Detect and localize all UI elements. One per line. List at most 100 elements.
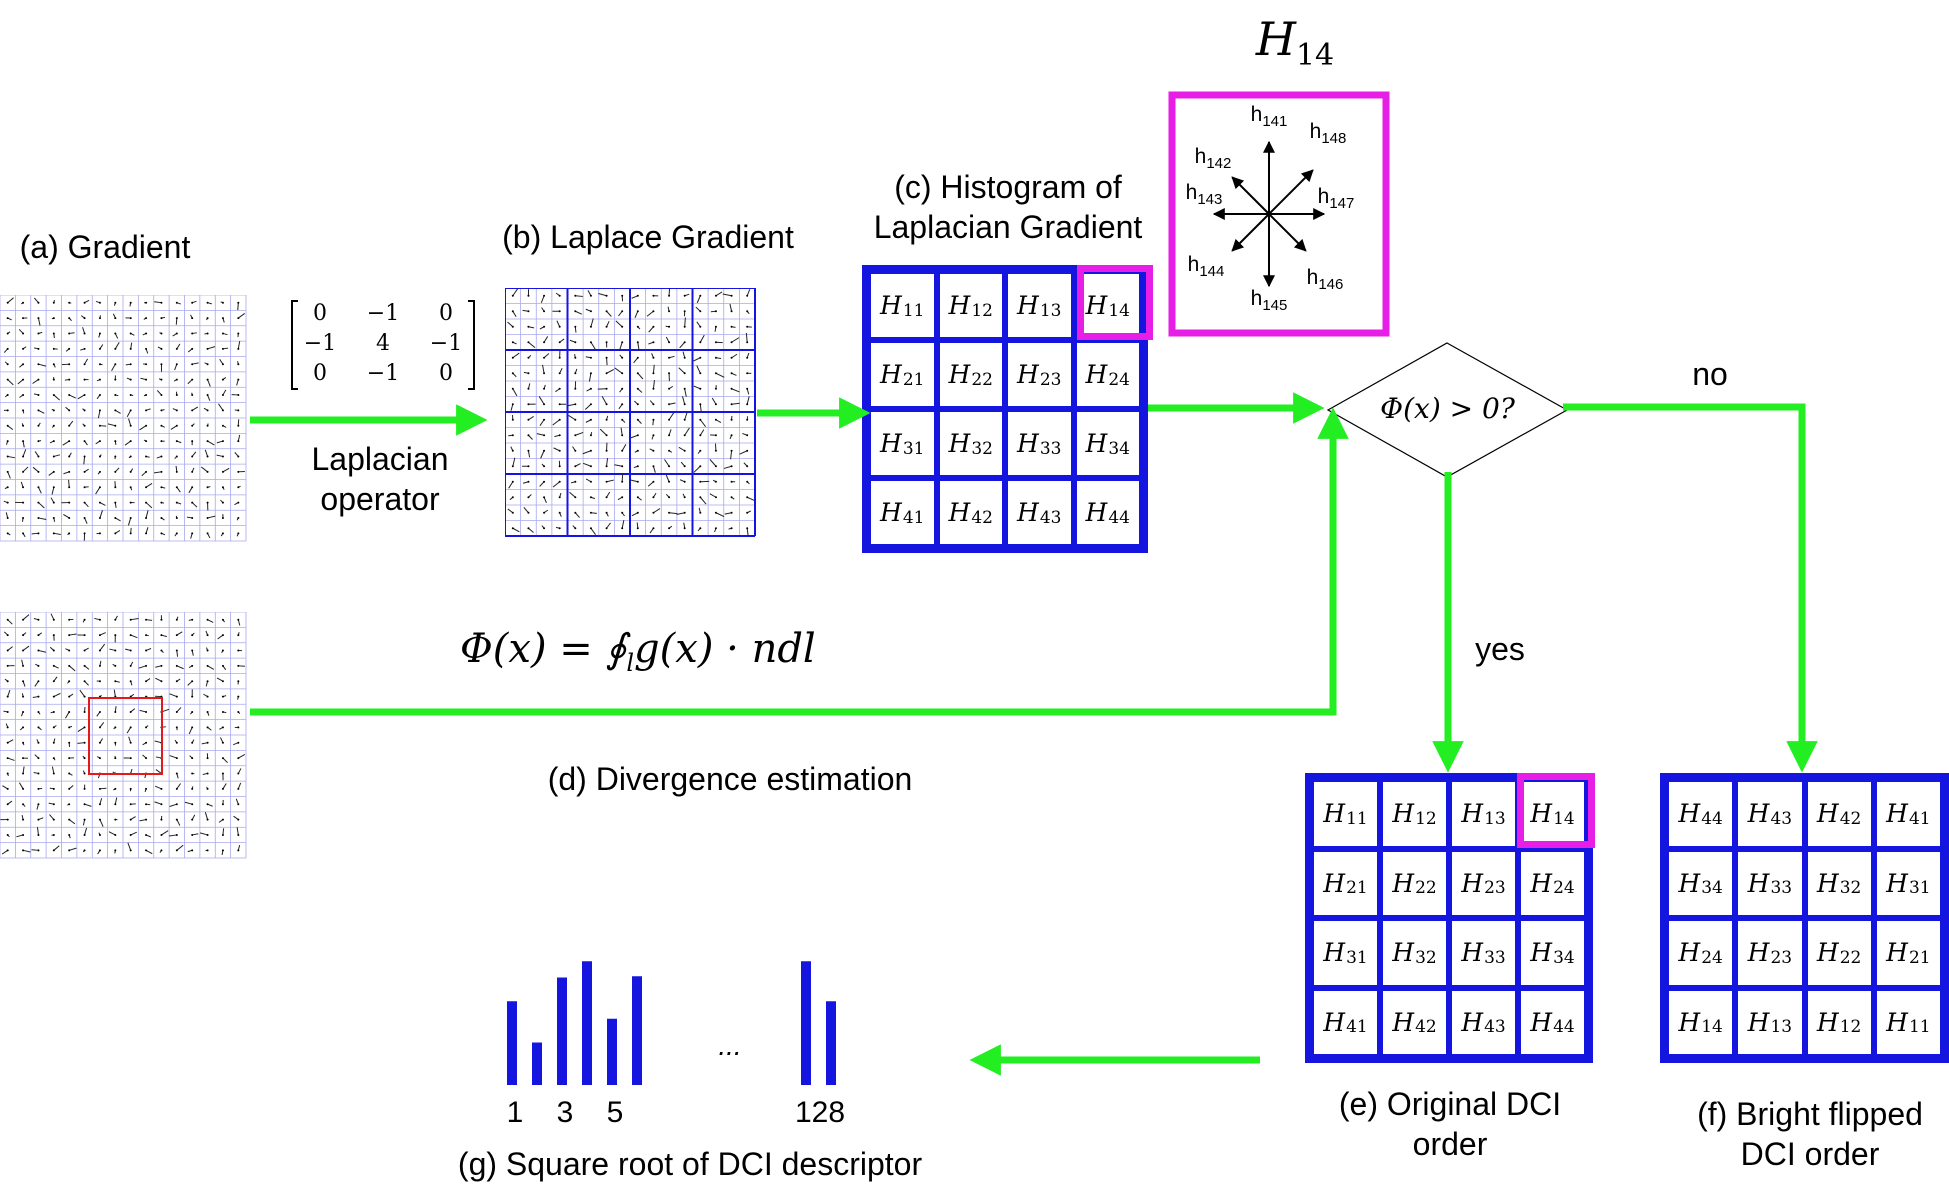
- gradient-vector: [68, 819, 76, 825]
- gradient-vector: [222, 783, 227, 790]
- gradient-vector: [606, 491, 611, 498]
- gradient-vector: [637, 342, 640, 351]
- gradient-vector: [539, 481, 545, 487]
- gradient-vector: [731, 388, 740, 393]
- gradient-vector: [646, 310, 654, 317]
- descriptor-bar: [507, 1001, 517, 1085]
- gradient-vector: [699, 496, 707, 505]
- gradient-vector: [684, 388, 687, 397]
- label-descriptor: (g) Square root of DCI descriptor: [457, 1146, 923, 1182]
- gradient-vector: [614, 464, 623, 467]
- gradient-vector: [130, 831, 137, 836]
- gradient-vector: [176, 665, 184, 670]
- gradient-vector: [7, 471, 11, 479]
- gradient-vector: [207, 346, 216, 350]
- label-original-dci-1: (e) Original DCI: [1338, 1086, 1562, 1122]
- gradient-vector: [590, 318, 594, 327]
- gradient-vector: [746, 289, 751, 296]
- gradient-vector: [695, 306, 701, 312]
- gradient-vector: [676, 512, 685, 515]
- gradient-vector: [82, 327, 86, 334]
- gradient-vector: [207, 515, 216, 519]
- gradient-vector: [715, 291, 723, 297]
- gradient-vector: [7, 379, 14, 386]
- gradient-vector: [145, 483, 153, 488]
- gradient-vector: [216, 454, 224, 457]
- gradient-vector: [556, 320, 561, 327]
- gradient-vector: [731, 337, 740, 343]
- gradient-vector: [124, 440, 131, 446]
- gradient-vector: [69, 633, 77, 636]
- gradient-vector: [49, 814, 55, 820]
- gradient-vector: [682, 351, 686, 358]
- gradient-vector: [552, 419, 560, 426]
- kernel-value: −1: [430, 331, 462, 356]
- gradient-vector: [99, 819, 104, 827]
- gradient-vector: [188, 727, 193, 735]
- orientation-arrow: [1231, 176, 1270, 215]
- gradient-vector: [647, 481, 654, 487]
- gradient-vector: [587, 290, 592, 296]
- gradient-vector: [7, 297, 14, 304]
- gradient-vector: [512, 288, 519, 297]
- gradient-vector: [32, 379, 39, 384]
- gradient-vector: [678, 446, 685, 452]
- descriptor-bar: [557, 977, 567, 1085]
- gradient-vector: [601, 395, 608, 405]
- gradient-vector: [155, 677, 162, 682]
- gradient-vector: [7, 739, 14, 744]
- gradient-vector: [668, 429, 672, 436]
- gradient-vector: [633, 357, 639, 364]
- gradient-vector: [238, 753, 246, 759]
- gradient-vector: [36, 827, 39, 836]
- flow-arrow: [250, 407, 1349, 716]
- gradient-vector: [155, 769, 162, 774]
- gradient-vector: [629, 479, 638, 483]
- gradient-vector: [2, 785, 8, 790]
- gradient-vector: [22, 614, 30, 621]
- gradient-vector: [38, 649, 46, 653]
- gradient-vector: [38, 502, 45, 509]
- h14-title: H14: [1255, 12, 1335, 74]
- gradient-vector: [192, 833, 199, 836]
- gradient-vector: [53, 454, 61, 457]
- label-gradient: (a) Gradient: [19, 229, 191, 265]
- gradient-vector: [176, 631, 183, 636]
- gradient-vector: [634, 311, 639, 318]
- orientation-bin-label: h141: [1251, 103, 1288, 130]
- gradient-vector: [31, 532, 39, 535]
- gradient-vector: [724, 512, 732, 515]
- gradient-vector: [575, 431, 584, 436]
- gradient-vector: [53, 692, 61, 698]
- gradient-vector: [7, 455, 16, 459]
- gradient-vector: [207, 440, 215, 446]
- gradient-vector: [38, 363, 47, 367]
- gradient-vector: [63, 471, 70, 475]
- gradient-vector: [553, 447, 560, 452]
- gradient-vector: [169, 693, 177, 698]
- gradient-vector: [31, 849, 39, 851]
- gradient-vector: [746, 496, 755, 501]
- laplace-gradient-field: [505, 288, 756, 537]
- gradient-vector: [543, 353, 550, 359]
- gradient-vector: [154, 301, 162, 304]
- label-histogram-line2: Laplacian Gradient: [873, 209, 1143, 245]
- gradient-vector: [175, 318, 178, 325]
- gradient-vector: [170, 425, 178, 430]
- orientation-bin-label: h146: [1307, 266, 1344, 293]
